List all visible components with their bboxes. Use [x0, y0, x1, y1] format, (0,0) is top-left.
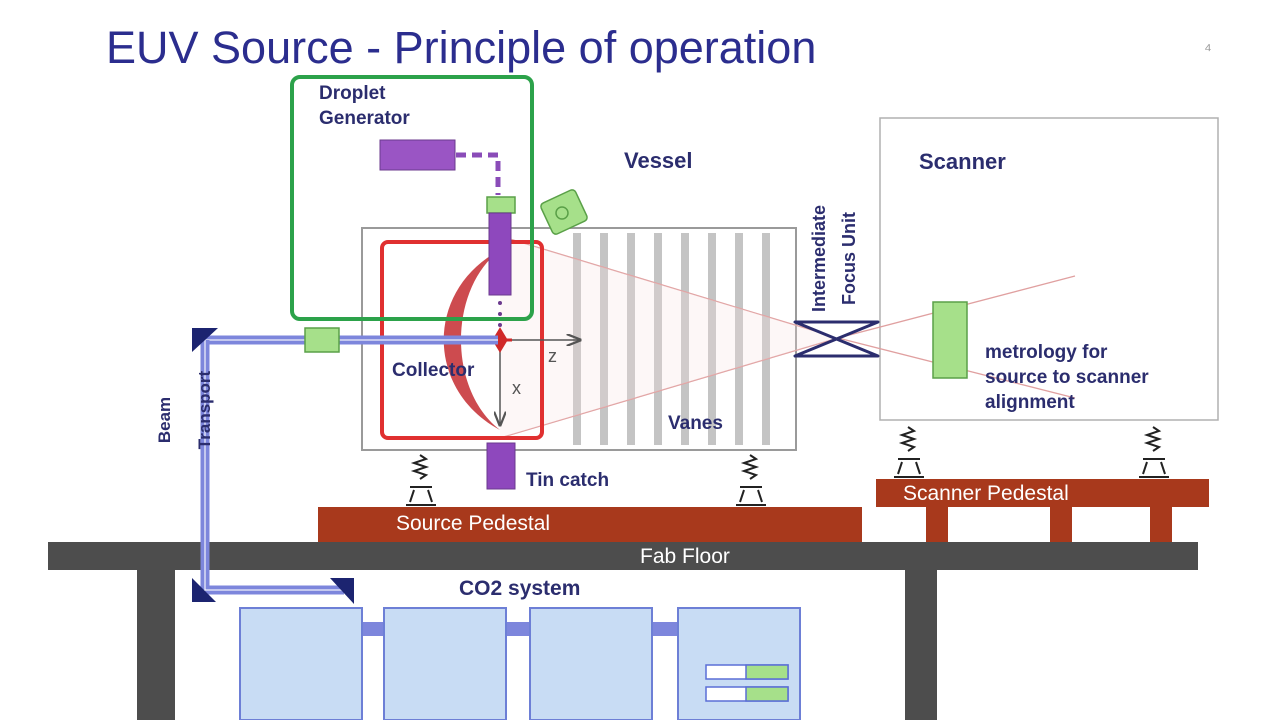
nozzle-cap	[486, 196, 516, 214]
vessel-label: Vessel	[624, 148, 693, 173]
z-axis-label: z	[548, 346, 557, 366]
beam-transport-path	[200, 340, 344, 595]
vibration-isolators	[406, 426, 1169, 506]
co2-system	[239, 607, 801, 721]
source-pedestal-label: Source Pedestal	[396, 512, 551, 535]
droplet-generator-label-1: Droplet	[319, 83, 386, 104]
metrology-label-1: metrology for	[985, 342, 1108, 363]
generator-unit	[379, 139, 456, 171]
intermediate-focus-label-2: Focus Unit	[839, 212, 859, 305]
cone-fill	[500, 236, 838, 438]
scanner-pedestal	[876, 479, 1209, 542]
droplet-generator-frame	[290, 75, 534, 321]
droplet-stream	[498, 301, 502, 327]
beam-mirrors	[192, 328, 354, 604]
droplet-generator-label-2: Generator	[319, 108, 410, 129]
tin-catch	[486, 442, 516, 490]
x-axis-label: x	[512, 378, 521, 398]
beam-transport-label-2: Transport	[195, 370, 215, 450]
metrology-block	[932, 301, 968, 379]
camera-icon	[540, 189, 588, 235]
intermediate-focus-unit	[793, 320, 880, 358]
scanner-pedestal-label: Scanner Pedestal	[903, 482, 1069, 505]
co2-connectors	[362, 622, 678, 636]
source-pedestal	[318, 507, 862, 542]
tin-catch-label: Tin catch	[526, 470, 610, 491]
co2-control-panel	[705, 664, 789, 702]
fab-floor-label: Fab Floor	[640, 545, 730, 568]
collector-label: Collector	[392, 360, 475, 381]
metrology-label-3: alignment	[985, 392, 1075, 413]
fab-floor	[48, 542, 1198, 570]
metrology-label-2: source to scanner	[985, 367, 1149, 388]
corner-mark: ⁴	[1204, 40, 1212, 60]
co2-system-label: CO2 system	[459, 577, 581, 600]
vanes-label: Vanes	[668, 413, 723, 434]
scanner-label: Scanner	[919, 149, 1006, 174]
beam-transport-label-1: Beam	[155, 396, 175, 444]
collector-mirror	[443, 250, 500, 430]
page-title: EUV Source - Principle of operation	[106, 22, 817, 73]
beam-window	[304, 327, 340, 353]
generator-feed-line	[456, 152, 501, 195]
floor-legs	[137, 570, 937, 720]
intermediate-focus-label-1: Intermediate	[809, 204, 830, 313]
nozzle	[488, 212, 512, 296]
